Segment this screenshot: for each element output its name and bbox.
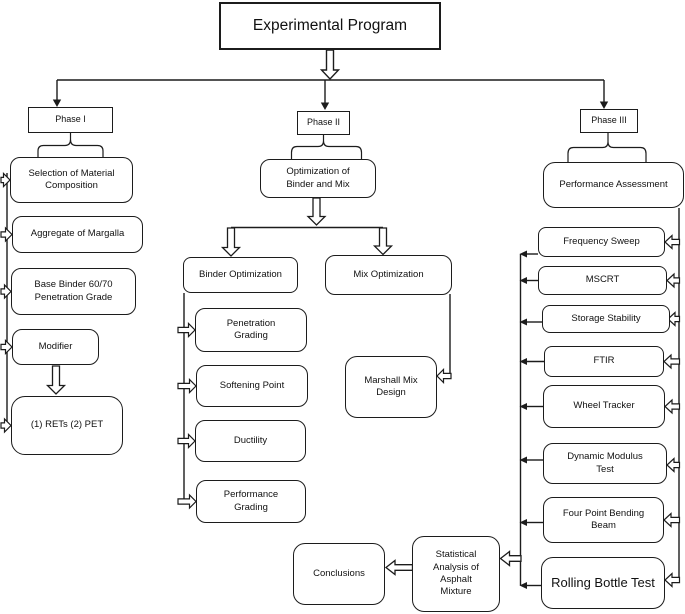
node-ftir: FTIR	[544, 346, 664, 377]
node-ductility: Ductility	[195, 420, 306, 462]
node-modifier: Modifier	[12, 329, 99, 365]
arrow-into-base-binder	[0, 283, 12, 300]
arrow-into-aggregate	[0, 226, 13, 243]
node-conclusions: Conclusions	[293, 543, 385, 605]
out-head-dynamic-modulus	[519, 456, 527, 464]
node-optimization-binder-mix: Optimization of Binder and Mix	[260, 159, 376, 198]
arrow-into-marshall	[436, 368, 452, 384]
arrow-into-rets-pet	[0, 417, 12, 434]
node-wheel-tracker: Wheel Tracker	[543, 385, 665, 428]
arrow-into-storage	[667, 311, 681, 327]
arrow-into-softening	[177, 378, 197, 394]
node-performance-grading: Performance Grading	[196, 480, 306, 523]
arrowhead-phase2	[320, 102, 330, 110]
node-binder-optimization: Binder Optimization	[183, 257, 298, 293]
node-phase2: Phase II	[297, 111, 350, 135]
node-storage-stability: Storage Stability	[542, 305, 670, 333]
node-four-point-bending: Four Point Bending Beam	[543, 497, 664, 543]
node-rolling-bottle-test: Rolling Bottle Test	[541, 557, 665, 609]
arrow-into-frequency-sweep	[664, 234, 681, 250]
node-mix-optimization: Mix Optimization	[325, 255, 452, 295]
out-head-mscrt	[519, 277, 527, 284]
out-head-ftir	[519, 358, 527, 365]
node-performance-assessment: Performance Assessment	[543, 162, 684, 208]
node-base-binder: Base Binder 60/70 Penetration Grade	[11, 268, 136, 315]
block-arrow-modifier-down	[45, 365, 67, 395]
node-experimental-program: Experimental Program	[219, 2, 441, 50]
arrow-into-dynamic-modulus	[666, 457, 681, 473]
node-aggregate-margalla: Aggregate of Margalla	[12, 216, 143, 253]
arrow-into-rolling-bottle	[664, 572, 681, 588]
bracket-phase3	[567, 133, 647, 162]
block-arrow-binder-down	[220, 227, 242, 257]
arrow-into-perf-grading	[177, 493, 197, 510]
arrow-into-penetration	[177, 322, 196, 338]
bracket-phase1	[37, 133, 104, 157]
node-frequency-sweep: Frequency Sweep	[538, 227, 665, 257]
arrow-into-modifier	[0, 339, 13, 355]
out-head-frequency-sweep	[519, 250, 527, 258]
arrow-into-statistical	[499, 550, 522, 567]
out-head-wheel-tracker	[519, 403, 527, 410]
node-mscrt: MSCRT	[538, 266, 667, 295]
arrow-into-ductility	[177, 433, 196, 449]
block-arrow-root-down	[319, 49, 341, 81]
arrow-into-mscrt	[666, 272, 681, 289]
out-head-storage	[519, 318, 527, 326]
arrow-into-wheel-tracker	[664, 398, 681, 415]
bracket-phase2	[290, 135, 363, 160]
node-phase1: Phase I	[28, 107, 113, 133]
node-marshall-mix-design: Marshall Mix Design	[345, 356, 437, 418]
arrow-into-conclusions	[384, 559, 414, 576]
block-arrow-optimization-down	[306, 197, 327, 226]
node-phase3: Phase III	[580, 109, 638, 133]
arrow-into-ftir	[663, 353, 681, 370]
node-softening-point: Softening Point	[196, 365, 308, 407]
out-head-four-point	[519, 519, 527, 526]
arrow-into-four-point	[663, 512, 681, 528]
arrowhead-phase1	[52, 99, 62, 107]
arrowhead-phase3	[599, 101, 609, 109]
node-penetration-grading: Penetration Grading	[195, 308, 307, 352]
block-arrow-mix-down	[372, 227, 394, 256]
node-dynamic-modulus: Dynamic Modulus Test	[543, 443, 667, 484]
out-head-rolling-bottle	[519, 582, 527, 589]
node-statistical-analysis: Statistical Analysis of Asphalt Mixture	[412, 536, 500, 612]
arrow-into-selection	[0, 172, 11, 188]
node-rets-pet: (1) RETs (2) PET	[11, 396, 123, 455]
node-selection-material: Selection of Material Composition	[10, 157, 133, 203]
